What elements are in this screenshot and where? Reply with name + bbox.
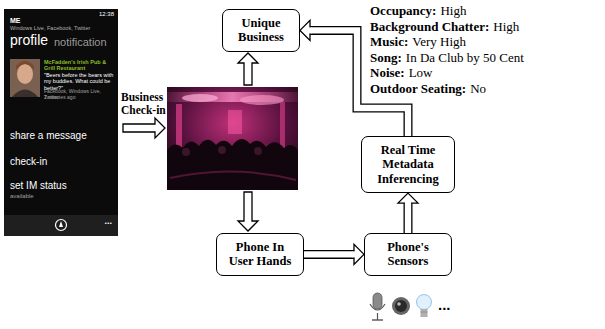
process-box: Unique Business xyxy=(222,9,300,52)
screen-text: 2 minutes ago xyxy=(44,95,75,101)
metadata-line: Outdoor Seating: No xyxy=(370,81,486,97)
metadata-line: Occupancy: High xyxy=(370,3,466,19)
metadata-key: Noise: xyxy=(370,65,405,80)
phone-screen: 12:38MEWindows Live, Facebook, Twitterpr… xyxy=(4,9,118,236)
camera-icon xyxy=(392,297,410,315)
process-box: Phone In User Hands xyxy=(216,233,304,276)
metadata-line: Background Chatter: High xyxy=(370,19,519,35)
screen-text: set IM status xyxy=(10,180,67,192)
box-label: Unique Business xyxy=(229,16,293,45)
screen-text: notification xyxy=(54,36,107,49)
metadata-key: Song: xyxy=(370,50,402,65)
process-box: Real Time Metadata Inferencing xyxy=(361,136,455,193)
hollow-arrow xyxy=(398,193,418,233)
screen-text: share a message xyxy=(10,130,87,142)
metadata-value: Low xyxy=(409,65,433,80)
screen-text: ... xyxy=(104,216,112,226)
venue-photo xyxy=(167,87,298,190)
metadata-value: In Da Club by 50 Cent xyxy=(406,50,524,65)
metadata-value: High xyxy=(440,3,466,18)
screen-text: ME xyxy=(10,17,21,25)
metadata-value: Very High xyxy=(412,34,466,49)
ellipsis-label: ... xyxy=(438,296,451,313)
screen-text: check-in xyxy=(10,156,47,168)
metadata-value: No xyxy=(470,81,486,96)
hollow-arrow xyxy=(300,20,408,136)
arrow-label: Business Check-in xyxy=(121,91,169,116)
box-label: Phone In User Hands xyxy=(223,240,297,269)
microphone-icon xyxy=(370,293,385,320)
metadata-key: Background Chatter: xyxy=(370,19,489,34)
checkin-arrow xyxy=(123,118,165,138)
metadata-line: Noise: Low xyxy=(370,65,433,81)
metadata-value: High xyxy=(493,19,519,34)
metadata-key: Outdoor Seating: xyxy=(370,81,466,96)
screen-text: 12:38 xyxy=(99,11,114,18)
process-box: Phone's Sensors xyxy=(364,233,452,276)
metadata-key: Occupancy: xyxy=(370,3,436,18)
metadata-key: Music: xyxy=(370,34,408,49)
screen-text: Windows Live, Facebook, Twitter xyxy=(10,25,90,31)
phone-screenshot xyxy=(4,9,118,236)
metadata-line: Song: In Da Club by 50 Cent xyxy=(370,50,524,66)
box-label: Real Time Metadata Inferencing xyxy=(368,143,448,186)
box-label: Phone's Sensors xyxy=(371,240,445,269)
metadata-line: Music: Very High xyxy=(370,34,466,50)
down-arrow xyxy=(238,192,258,231)
screen-text: available xyxy=(10,193,34,200)
light-bulb-icon xyxy=(417,295,432,318)
up-arrow xyxy=(238,53,258,85)
screen-text: McFadden's Irish Pub & Grill Restaurant xyxy=(44,59,116,72)
screen-text: profile xyxy=(10,32,48,48)
hollow-arrow xyxy=(304,244,364,264)
